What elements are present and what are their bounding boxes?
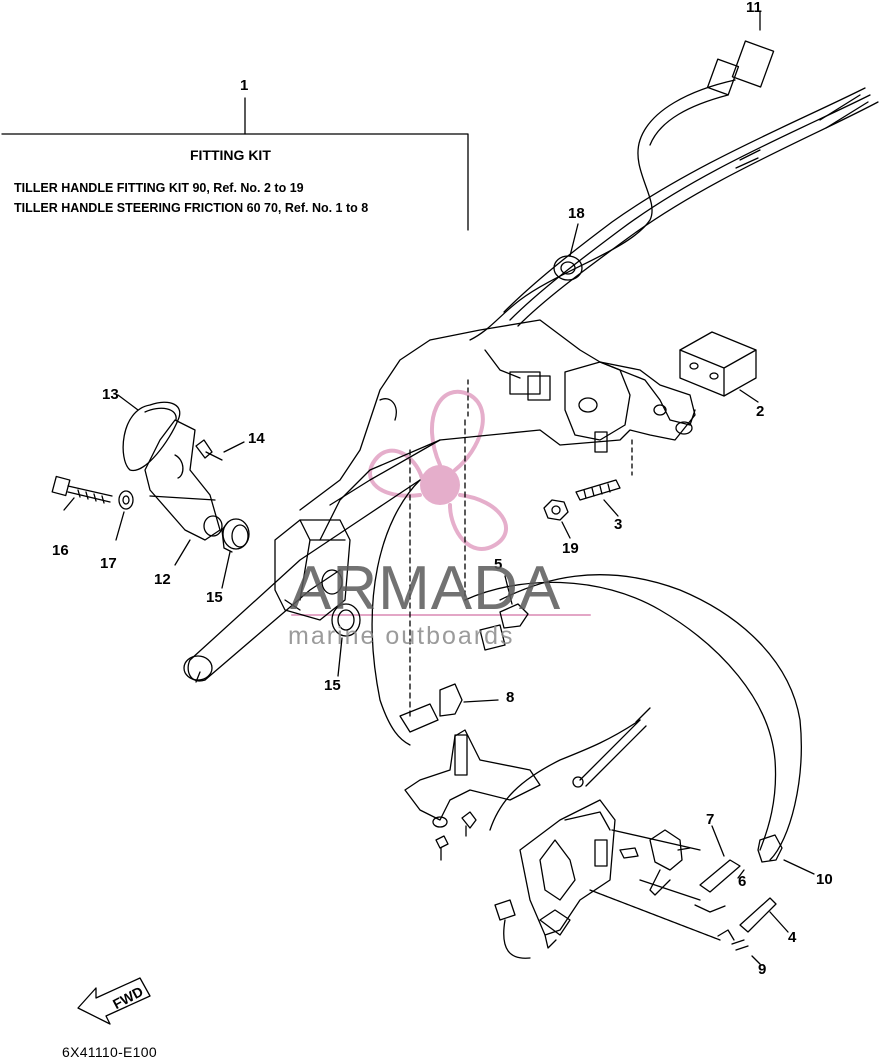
callout-3: 3 (614, 516, 623, 533)
long-links (589, 829, 721, 941)
nut-19 (543, 499, 571, 539)
callout-18: 18 (568, 205, 585, 222)
callout-16: 16 (52, 542, 69, 559)
rod-4 (717, 897, 789, 941)
callout-11: 11 (746, 0, 762, 16)
callout-6: 6 (738, 873, 747, 890)
callout-19: 19 (562, 540, 579, 557)
washer-17 (115, 490, 134, 541)
fitting-kit-line-2: TILLER HANDLE STEERING FRICTION 60 70, R… (14, 201, 369, 215)
mount-plate (404, 729, 541, 861)
gear-arm (619, 829, 691, 896)
fitting-kit-line-1: TILLER HANDLE FITTING KIT 90, Ref. No. 2… (14, 181, 304, 195)
clip-10 (757, 834, 815, 875)
fitting-kit-box (1, 97, 469, 231)
diagram-part-code: 6X41110-E100 (62, 1044, 157, 1060)
pin-9 (731, 939, 761, 965)
watermark-brand: ARMADA (290, 554, 562, 623)
callout-4: 4 (788, 929, 797, 946)
clip-8 (399, 683, 499, 733)
watermark-logo (368, 389, 508, 551)
callout-13: 13 (102, 386, 119, 403)
bracket-2 (679, 331, 759, 403)
callout-9: 9 (758, 961, 767, 978)
callout-17: 17 (100, 555, 117, 572)
callout-15-center: 15 (324, 677, 341, 694)
callout-8: 8 (506, 689, 515, 706)
cable-loop (371, 479, 802, 861)
bolt-16 (51, 475, 113, 511)
fwd-arrow-icon (77, 977, 151, 1025)
callout-14: 14 (248, 430, 265, 447)
callout-15-left: 15 (206, 589, 223, 606)
tiller-housing (299, 319, 696, 721)
fitting-kit-title: FITTING KIT (190, 147, 271, 163)
grommet-15b (331, 603, 361, 677)
callout-1: 1 (240, 77, 249, 94)
callout-5: 5 (494, 556, 503, 573)
stud-3 (575, 479, 621, 517)
throttle-mechanism (494, 707, 651, 959)
clamp-18 (553, 223, 583, 281)
watermark-tagline: marine outboards (288, 622, 515, 650)
tiller-handle (183, 479, 421, 683)
friction-knob-13 (117, 394, 181, 471)
callout-2: 2 (756, 403, 765, 420)
upper-cables (469, 11, 879, 341)
clip-5 (479, 575, 529, 651)
callout-10: 10 (816, 871, 833, 888)
callout-7: 7 (706, 811, 715, 828)
rod-7 (694, 825, 745, 913)
grommet-15a (221, 518, 250, 589)
callout-12: 12 (154, 571, 171, 588)
screw-14 (195, 439, 245, 461)
friction-arm-12 (144, 419, 223, 566)
